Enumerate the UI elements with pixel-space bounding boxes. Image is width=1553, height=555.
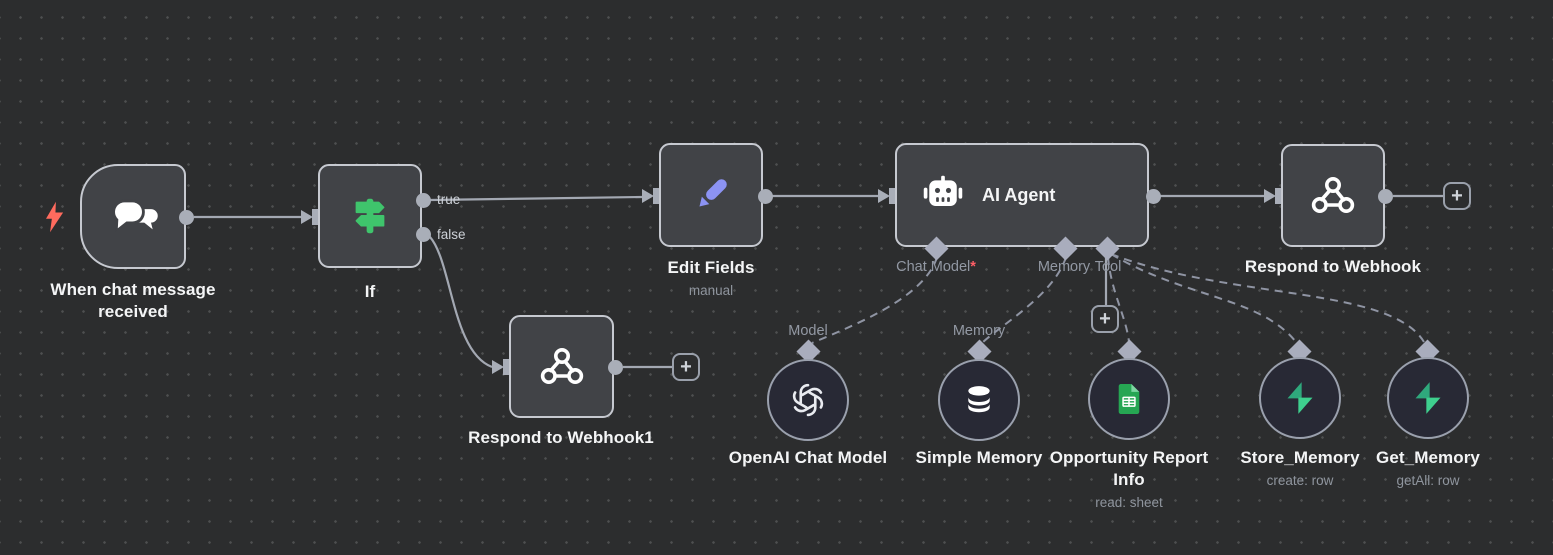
edit-fields-output-port[interactable] bbox=[758, 189, 773, 204]
node-if[interactable] bbox=[318, 164, 422, 268]
ai-agent-memory-label: Memory bbox=[1037, 259, 1091, 275]
respond-webhook-title: Respond to Webhook bbox=[1244, 257, 1422, 276]
edit-fields-input-arrow-icon bbox=[642, 189, 654, 203]
add-node-button-after-respond-webhook1[interactable]: + bbox=[672, 353, 700, 381]
respond-webhook-output-port[interactable] bbox=[1378, 189, 1393, 204]
node-respond-to-webhook1[interactable] bbox=[509, 315, 614, 418]
wire-tool-to-sheets-tool bbox=[1107, 256, 1130, 343]
if-false-label: false bbox=[437, 227, 466, 242]
simple-memory-port-label: Memory bbox=[952, 323, 1006, 339]
node-respond-to-webhook[interactable] bbox=[1281, 144, 1385, 247]
trigger-bolt-icon bbox=[46, 201, 64, 233]
ai-agent-output-port[interactable] bbox=[1146, 189, 1161, 204]
database-icon bbox=[968, 386, 990, 413]
node-when-chat-message-received[interactable] bbox=[80, 164, 186, 269]
respond-webhook-input-port[interactable] bbox=[1275, 188, 1281, 204]
chat-model-label-text: Chat Model bbox=[896, 259, 971, 275]
if-title: If bbox=[364, 282, 376, 301]
openai-chat-model-title: OpenAI Chat Model bbox=[728, 448, 888, 467]
store-memory-title: Store_Memory bbox=[1240, 448, 1360, 467]
ai-agent-tool-label: Tool bbox=[1094, 259, 1122, 275]
if-true-label: true bbox=[437, 192, 461, 207]
node-simple-memory[interactable] bbox=[938, 359, 1020, 441]
openai-logo-icon bbox=[792, 383, 824, 417]
robot-icon bbox=[923, 175, 963, 206]
edit-fields-subtitle: manual bbox=[688, 283, 734, 298]
if-input-arrow-icon bbox=[301, 210, 313, 224]
add-node-button-after-respond-webhook[interactable]: + bbox=[1443, 182, 1471, 210]
edit-fields-input-port[interactable] bbox=[653, 188, 659, 204]
respond-webhook1-output-port[interactable] bbox=[608, 360, 623, 375]
respond-webhook1-input-arrow-icon bbox=[492, 360, 504, 374]
node-ai-agent[interactable]: AI Agent bbox=[895, 143, 1149, 247]
simple-memory-title: Simple Memory bbox=[915, 448, 1043, 467]
wire-chat-model-to-openai bbox=[811, 256, 938, 344]
pencil-icon bbox=[699, 179, 727, 207]
respond-webhook-input-arrow-icon bbox=[1264, 189, 1276, 203]
node-get-memory[interactable] bbox=[1387, 357, 1469, 439]
if-false-output-port[interactable] bbox=[416, 227, 431, 242]
webhook-icon bbox=[540, 347, 583, 384]
openai-model-port-label: Model bbox=[788, 323, 828, 339]
get-memory-title: Get_Memory bbox=[1376, 448, 1480, 467]
ai-agent-title: AI Agent bbox=[982, 184, 1056, 205]
if-true-output-port[interactable] bbox=[416, 193, 431, 208]
required-asterisk: * bbox=[970, 259, 976, 275]
node-edit-fields[interactable] bbox=[659, 143, 763, 247]
node-openai-chat-model[interactable] bbox=[767, 359, 849, 441]
wire-tool-to-store-memory bbox=[1110, 253, 1297, 343]
respond-webhook1-input-port[interactable] bbox=[503, 359, 509, 375]
if-signpost-icon bbox=[355, 198, 385, 234]
supabase-bolt-icon bbox=[1415, 382, 1441, 414]
wire-if-false-to-respond-webhook1 bbox=[429, 236, 493, 369]
trigger-output-port[interactable] bbox=[179, 210, 194, 225]
google-sheets-icon bbox=[1118, 383, 1140, 415]
node-store-memory[interactable] bbox=[1259, 357, 1341, 439]
edit-fields-title: Edit Fields bbox=[667, 258, 755, 277]
respond-webhook1-title: Respond to Webhook1 bbox=[468, 428, 654, 447]
opportunity-report-info-title: Opportunity Report Info bbox=[1049, 448, 1209, 489]
ai-agent-chat-model-label: Chat Model* bbox=[866, 259, 1006, 275]
trigger-title: When chat message received bbox=[50, 280, 216, 321]
if-input-port[interactable] bbox=[312, 209, 318, 225]
ai-agent-input-port[interactable] bbox=[889, 188, 895, 204]
add-tool-button[interactable]: + bbox=[1091, 305, 1119, 333]
wire-if-true-to-edit-fields bbox=[429, 195, 643, 202]
chat-bubbles-icon bbox=[112, 199, 158, 232]
opportunity-report-info-subtitle: read: sheet bbox=[1095, 495, 1163, 510]
node-opportunity-report-info[interactable] bbox=[1088, 358, 1170, 440]
webhook-icon bbox=[1311, 176, 1355, 213]
ai-agent-input-arrow-icon bbox=[878, 189, 890, 203]
get-memory-subtitle: getAll: row bbox=[1396, 473, 1460, 488]
supabase-bolt-icon bbox=[1287, 382, 1313, 414]
store-memory-subtitle: create: row bbox=[1266, 473, 1334, 488]
